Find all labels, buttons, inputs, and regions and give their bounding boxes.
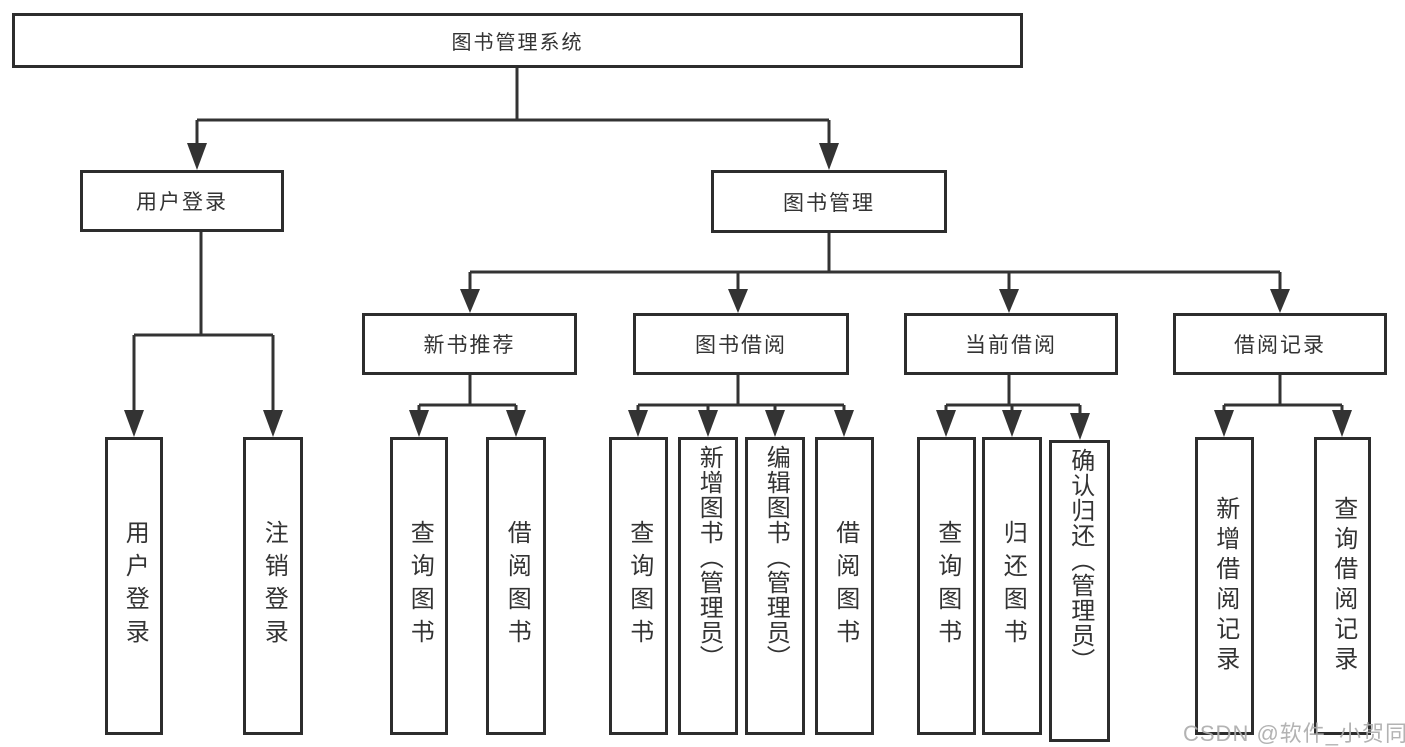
leaf-confirm-return-admin: 确认归还（管理员）	[1049, 440, 1110, 742]
leaf-query-book-current: 查询图书	[917, 437, 976, 735]
node-user-login: 用户登录	[80, 170, 284, 232]
leaf-logout: 注销登录	[243, 437, 303, 735]
node-current-borrow: 当前借阅	[904, 313, 1118, 375]
leaf-return-book: 归还图书	[982, 437, 1042, 735]
node-new-book-recommend: 新书推荐	[362, 313, 577, 375]
node-label: 当前借阅	[965, 334, 1057, 357]
node-label: 用户登录	[136, 191, 228, 214]
node-label: 查询借阅记录	[1329, 496, 1357, 676]
leaf-query-book-borrow: 查询图书	[609, 437, 668, 735]
node-label: 新增借阅记录	[1211, 496, 1239, 676]
leaf-query-borrow-record: 查询借阅记录	[1314, 437, 1371, 735]
csdn-watermark: CSDN @软件_小贺同学	[1183, 721, 1405, 746]
node-label: 注销登录	[260, 520, 288, 652]
leaf-add-book-admin: 新增图书（管理员）	[678, 437, 738, 735]
node-label: 查询图书	[625, 520, 653, 652]
leaf-borrow-book-recommend: 借阅图书	[486, 437, 546, 735]
node-label: 归还图书	[999, 520, 1027, 652]
node-label: 借阅图书	[831, 520, 859, 652]
node-label: 用户登录	[121, 520, 149, 652]
node-label: 新增图书（管理员）	[695, 445, 723, 670]
leaf-add-borrow-record: 新增借阅记录	[1195, 437, 1254, 735]
node-label: 确认归还（管理员）	[1066, 448, 1094, 673]
node-label: 图书管理	[783, 191, 875, 215]
node-label: 编辑图书（管理员）	[762, 445, 790, 670]
node-label: 图书管理系统	[451, 32, 584, 54]
leaf-query-book-recommend: 查询图书	[390, 437, 448, 735]
node-root-library-system: 图书管理系统	[12, 13, 1023, 68]
node-borrow-records: 借阅记录	[1173, 313, 1387, 375]
node-label: 图书借阅	[695, 334, 787, 357]
leaf-borrow-book: 借阅图书	[815, 437, 874, 735]
node-label: 借阅记录	[1234, 334, 1326, 357]
node-label: 查询图书	[933, 520, 961, 652]
node-label: 查询图书	[406, 520, 434, 652]
node-book-management: 图书管理	[711, 170, 947, 233]
node-label: 新书推荐	[423, 334, 516, 357]
node-label: 借阅图书	[503, 520, 531, 652]
node-book-borrow: 图书借阅	[633, 313, 849, 375]
arrowheads	[124, 143, 1352, 440]
leaf-user-login: 用户登录	[105, 437, 163, 735]
leaf-edit-book-admin: 编辑图书（管理员）	[745, 437, 805, 735]
